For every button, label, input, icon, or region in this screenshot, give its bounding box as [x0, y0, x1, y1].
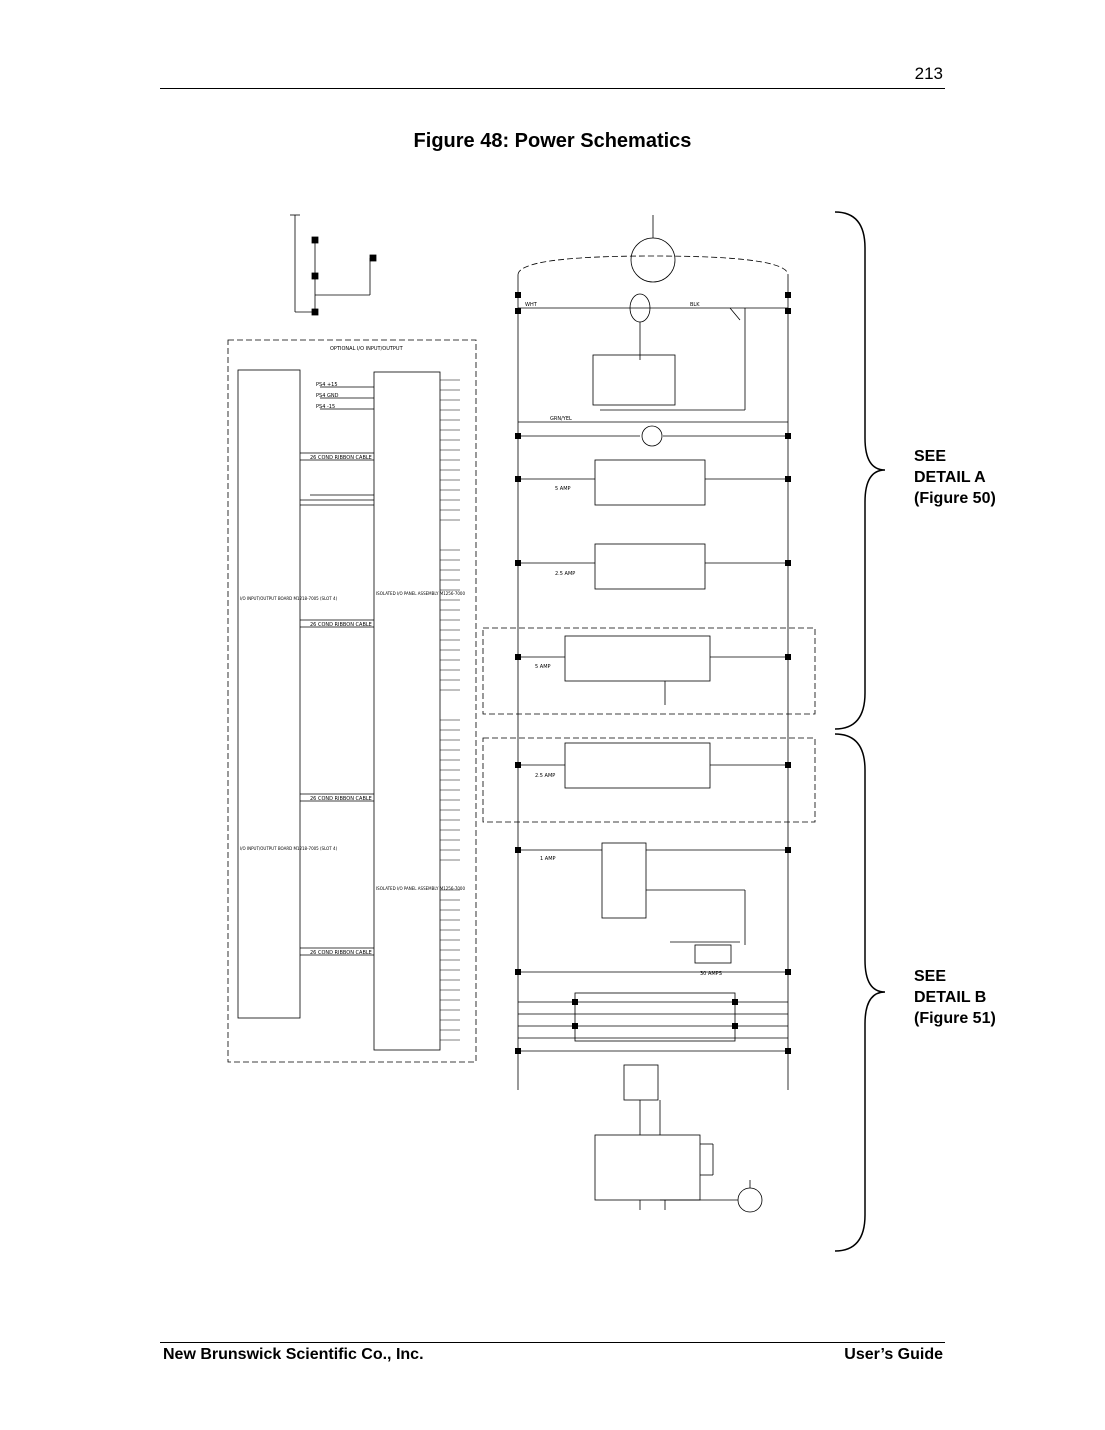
motor-controller: [594, 1134, 701, 1201]
brace-detail-a: [834, 211, 886, 730]
footer-company: New Brunswick Scientific Co., Inc.: [163, 1346, 424, 1363]
terminal-block: [311, 236, 319, 244]
optional-supply-boundary: [482, 737, 816, 823]
detail-b-note: SEE DETAIL B (Figure 51): [914, 966, 996, 1029]
label-ps-a: PS4 +15: [316, 382, 338, 388]
label-ps-c: PS4 -15: [316, 404, 335, 410]
motor-output-symbol: [737, 1187, 763, 1213]
detail-b-figure-ref: (Figure 51): [914, 1010, 996, 1027]
detail-a-label: DETAIL A: [914, 469, 986, 486]
label-fuse-1: 5 AMP: [555, 486, 571, 492]
label-cable-2: 26 COND RIBBON CABLE: [310, 622, 372, 628]
header-rule: [160, 88, 945, 89]
heater-connector: [574, 992, 736, 1042]
label-cable-1: 26 COND RIBBON CABLE: [310, 455, 372, 461]
relay-module: [592, 354, 676, 406]
detail-b-label: DETAIL B: [914, 989, 987, 1006]
label-ps-b: PS4 GND: [316, 393, 339, 399]
label-optional-io: OPTIONAL I/O INPUT/OUTPUT: [330, 346, 404, 352]
detail-a-see: SEE: [914, 448, 947, 465]
power-supply-2: [594, 543, 706, 590]
brace-detail-b: [834, 733, 886, 1252]
label-fuse-6: 30 AMPS: [700, 971, 722, 977]
detail-b-see: SEE: [914, 968, 947, 985]
detail-a-figure-ref: (Figure 50): [914, 490, 996, 507]
label-io-board-top: I/O INPUT/OUTPUT BOARD M1218-7005 (SLOT …: [240, 596, 338, 601]
label-fuse-4: 2.5 AMP: [535, 773, 555, 779]
io-board-block: [237, 369, 301, 1019]
optional-io-boundary: [227, 339, 477, 1063]
isolated-panel-block: [373, 371, 441, 1051]
optional-module-boundary: [482, 627, 816, 715]
schematic-svg: OPTIONAL I/O INPUT/OUTPUT PS4 +15 PS4 GN…: [227, 214, 816, 1213]
label-wire-grn: GRN/YEL: [550, 416, 572, 422]
motor-symbol: [641, 425, 663, 447]
power-supply-1: [594, 459, 706, 506]
power-plug-symbol: [630, 237, 676, 283]
label-panel-top: ISOLATED I/O PANEL ASSEMBLY M1256-7000: [376, 591, 465, 596]
power-schematic-diagram: OPTIONAL I/O INPUT/OUTPUT PS4 +15 PS4 GN…: [220, 200, 880, 1260]
label-panel-bottom: ISOLATED I/O PANEL ASSEMBLY M1256-7000: [376, 886, 465, 891]
label-fuse-5: 1 AMP: [540, 856, 556, 862]
label-wire-blk: BLK: [690, 302, 700, 308]
figure-title: Figure 48: Power Schematics: [413, 130, 692, 152]
footer-guide: User’s Guide: [844, 1346, 943, 1363]
label-cable-3: 26 COND RIBBON CABLE: [310, 796, 372, 802]
temp-controller: [601, 842, 647, 919]
label-cable-4: 26 COND RIBBON CABLE: [310, 950, 372, 956]
label-fuse-3: 5 AMP: [535, 664, 551, 670]
label-fuse-2: 2.5 AMP: [555, 571, 575, 577]
label-wire-wht: WHT: [525, 302, 538, 308]
page-number: 213: [914, 64, 943, 83]
footer-rule: [160, 1342, 945, 1343]
label-io-board-bottom: I/O INPUT/OUTPUT BOARD M1218-7005 (SLOT …: [240, 846, 338, 851]
detail-a-note: SEE DETAIL A (Figure 50): [914, 446, 996, 509]
